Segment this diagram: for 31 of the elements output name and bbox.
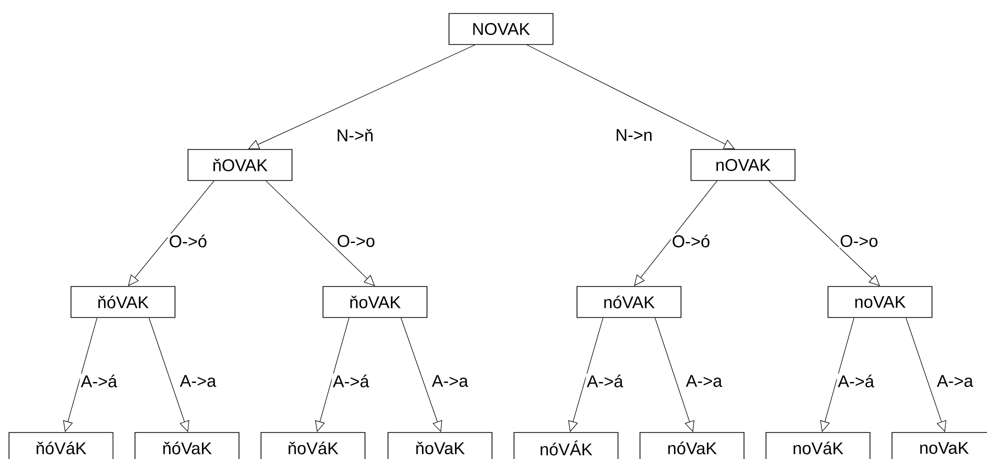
- state-box: nóVaK: [640, 432, 744, 459]
- edge-label: O->ó: [168, 234, 208, 248]
- state-box: ňóVáK: [8, 432, 114, 459]
- arrow: [526, 44, 735, 150]
- edge-label: O->o: [838, 234, 880, 248]
- state-box: ňoVAK: [322, 286, 428, 318]
- state-box: nOVAK: [690, 149, 796, 181]
- state-box: NOVAK: [448, 13, 554, 45]
- edge-label: N->n: [614, 128, 654, 142]
- state-box: noVAK: [828, 286, 932, 318]
- state-box: ňoVáK: [260, 432, 366, 459]
- state-box: nóVAK: [576, 286, 682, 318]
- state-box: ňóVAK: [70, 286, 176, 318]
- edge-label: N->ň: [335, 128, 375, 142]
- state-box: ňoVaK: [388, 432, 492, 459]
- state-box: ňOVAK: [188, 149, 292, 181]
- arrow: [248, 44, 476, 150]
- edge-label: A->a: [684, 374, 724, 388]
- state-box: ňóVaK: [134, 432, 240, 459]
- state-box: noVaK: [892, 432, 987, 459]
- edge-label: A->á: [332, 374, 370, 388]
- edge-label: O->ó: [670, 234, 712, 248]
- edge-label: A->a: [430, 374, 470, 388]
- edge-label: A->a: [936, 374, 974, 388]
- edge-label: A->á: [836, 374, 876, 388]
- edge-label: A->a: [178, 374, 218, 388]
- edge-label: A->á: [80, 374, 118, 388]
- edge-label: A->á: [586, 374, 624, 388]
- state-box: nóVÁK: [514, 432, 618, 459]
- edge-label: O->o: [336, 234, 376, 248]
- state-box: noVáK: [766, 432, 870, 459]
